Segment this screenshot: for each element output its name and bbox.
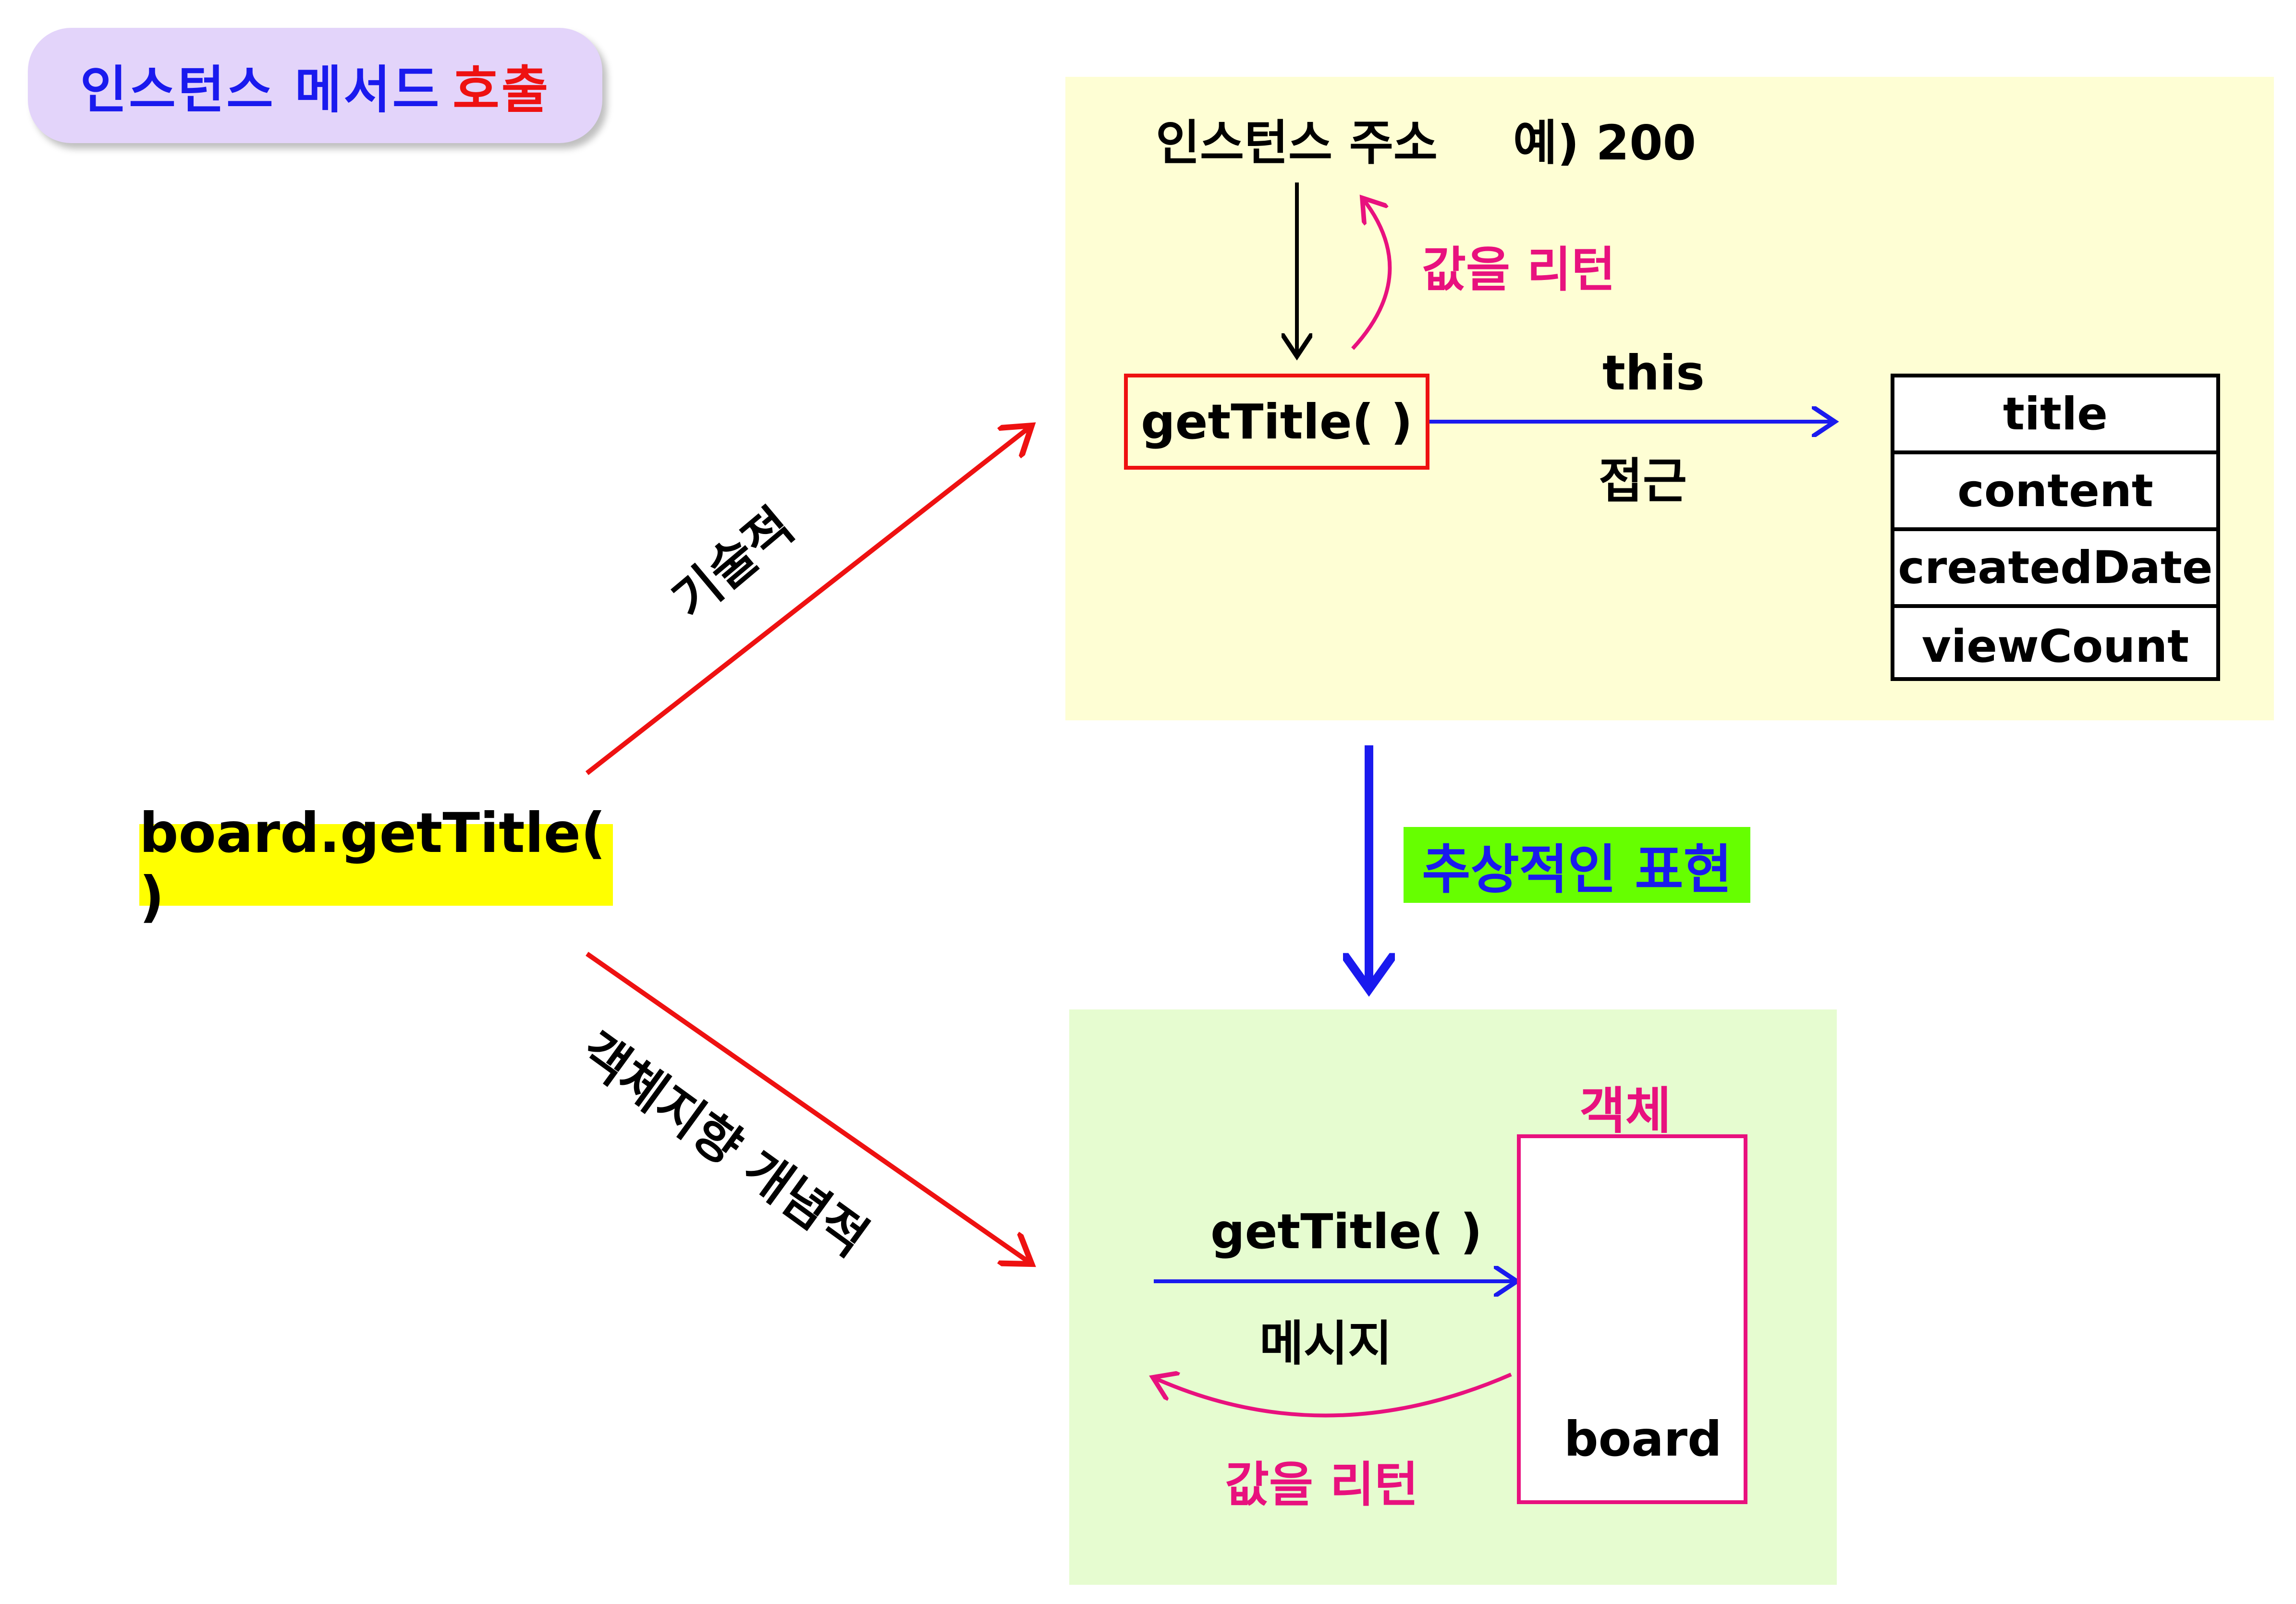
field-created-date: createdDate <box>1894 531 2216 608</box>
oop-return-curve-arrow <box>1153 1374 1512 1418</box>
this-label: this <box>1602 345 1705 401</box>
title-call: 호출 <box>452 61 550 120</box>
method-box: getTitle( ) <box>1124 374 1429 470</box>
message-method-label: getTitle( ) <box>1210 1203 1482 1260</box>
oop-return-label: 값을 리턴 <box>1225 1457 1418 1513</box>
method-label: getTitle( ) <box>1141 393 1413 450</box>
oop-path-arrow <box>586 951 1032 1264</box>
field-title: title <box>1894 377 2216 454</box>
title-prefix: 인스턴스 메서드 <box>80 61 441 120</box>
instance-fields-table: title content createdDate viewCount <box>1891 374 2220 681</box>
technical-path-arrow <box>585 425 1032 775</box>
return-value-label: 값을 리턴 <box>1422 242 1615 298</box>
field-view-count: viewCount <box>1921 620 2189 673</box>
object-name: board <box>1564 1411 1722 1467</box>
access-label: 접근 <box>1599 453 1687 509</box>
object-label: 객체 <box>1579 1081 1672 1140</box>
return-curve-arrow <box>1351 198 1392 350</box>
page-title: 인스턴스 메서드 호출 <box>28 28 602 143</box>
address-example: 예) 200 <box>1513 115 1697 171</box>
abstract-expression-label: 추상적인 표현 <box>1404 827 1750 903</box>
field-content: content <box>1894 454 2216 531</box>
object-box <box>1517 1134 1747 1504</box>
message-label: 메시지 <box>1259 1315 1392 1372</box>
instance-address-label: 인스턴스 주소 <box>1156 115 1438 171</box>
code-expression: board.getTitle( ) <box>139 801 613 929</box>
